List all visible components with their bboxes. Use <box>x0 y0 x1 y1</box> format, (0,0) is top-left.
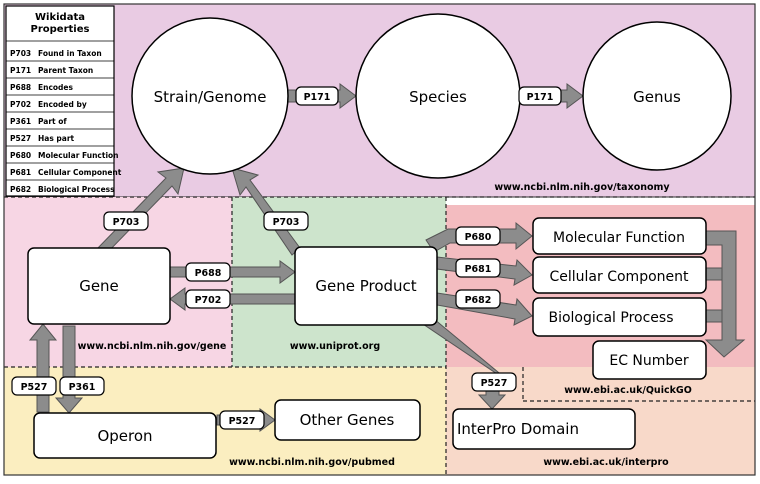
other-genes-node[interactable] <box>274 399 421 441</box>
legend-code: P702 <box>10 100 31 109</box>
legend-label: Encodes <box>38 83 74 92</box>
legend-label: Encoded by <box>38 100 87 109</box>
gene-product-node[interactable] <box>294 246 438 326</box>
legend-label: Molecular Function <box>38 151 119 160</box>
arrow-go-bracket-cc <box>705 267 723 281</box>
edge-label-operon-gene: P527 <box>21 382 48 393</box>
edge-label-operon-other: P527 <box>229 416 256 427</box>
other-genes-label: Other Genes <box>300 411 395 429</box>
molecular-function-node[interactable] <box>532 217 707 255</box>
edge-label-product-mf: P680 <box>465 232 492 243</box>
legend-code: P681 <box>10 168 31 177</box>
edge-label-gene-strain: P703 <box>113 217 140 228</box>
genus-label: Genus <box>633 88 681 106</box>
edge-label-species-genus: P171 <box>527 92 554 103</box>
gene-node[interactable] <box>27 247 171 325</box>
legend-code: P361 <box>10 117 31 126</box>
legend-title-line2: Properties <box>31 24 90 35</box>
molecular-function-label: Molecular Function <box>553 230 685 246</box>
legend-code: P703 <box>10 49 31 58</box>
interpro-domain-label: InterPro Domain <box>457 420 579 438</box>
biological-process-label: Biological Process <box>548 310 673 326</box>
uniprot-url[interactable]: www.uniprot.org <box>290 341 380 352</box>
legend-code: P171 <box>10 66 31 75</box>
operon-label: Operon <box>97 427 152 445</box>
arrow-go-bracket-bp <box>705 309 723 323</box>
ec-number-node[interactable] <box>592 340 707 380</box>
interpro-domain-node[interactable] <box>452 408 636 450</box>
cellular-component-node[interactable] <box>532 256 707 294</box>
biological-process-node[interactable] <box>532 297 707 337</box>
arrow-gene-operon <box>54 325 84 414</box>
genus-node[interactable] <box>582 21 732 171</box>
legend-title-line1: Wikidata <box>35 12 85 23</box>
quickgo-url[interactable]: www.ebi.ac.uk/QuickGO <box>564 385 692 396</box>
arrow-product-strain <box>231 167 301 256</box>
arrow-operon-gene <box>28 323 58 413</box>
legend-label: Part of <box>38 117 67 126</box>
legend-code: P527 <box>10 134 31 143</box>
legend-label: Has part <box>38 134 75 143</box>
legend-label: Biological Process <box>38 185 115 194</box>
cellular-component-label: Cellular Component <box>550 269 690 285</box>
legend-label: Cellular Component <box>38 168 122 177</box>
interpro-url[interactable]: www.ebi.ac.uk/interpro <box>543 457 669 468</box>
legend-code: P688 <box>10 83 31 92</box>
legend-code: P680 <box>10 151 31 160</box>
edge-label-product-bp: P682 <box>465 295 492 306</box>
gene-url[interactable]: www.ncbi.nlm.nih.gov/gene <box>78 341 227 352</box>
ec-number-label: EC Number <box>609 353 689 369</box>
edge-label-product-interpro: P527 <box>481 378 508 389</box>
gene-product-label: Gene Product <box>315 277 416 295</box>
edge-label-strain-species: P171 <box>304 92 331 103</box>
arrow-product-gene <box>169 287 296 311</box>
species-label: Species <box>409 88 467 106</box>
edge-label-gene-product: P688 <box>195 268 222 279</box>
taxonomy-url[interactable]: www.ncbi.nlm.nih.gov/taxonomy <box>494 182 670 193</box>
legend-label: Found in Taxon <box>38 49 102 58</box>
edge-label-product-cc: P681 <box>465 264 492 275</box>
operon-node[interactable] <box>33 412 217 459</box>
legend-label: Parent Taxon <box>38 66 93 75</box>
region-borders <box>4 196 755 475</box>
legend: Wikidata Properties P703 Found in Taxon … <box>5 5 122 197</box>
edge-label-product-gene: P702 <box>195 295 222 306</box>
outer-border <box>3 3 756 476</box>
arrow-go-bracket <box>704 230 746 358</box>
gene-label: Gene <box>79 277 119 295</box>
edge-label-product-strain: P703 <box>273 217 300 228</box>
legend-code: P682 <box>10 185 31 194</box>
pubmed-url[interactable]: www.ncbi.nlm.nih.gov/pubmed <box>229 457 395 468</box>
edge-labels: P171 P171 P703 P703 P688 P702 P680 P681 … <box>11 86 562 430</box>
strain-label: Strain/Genome <box>154 88 267 106</box>
strain-node[interactable] <box>131 17 289 175</box>
edge-label-gene-operon: P361 <box>69 382 96 393</box>
